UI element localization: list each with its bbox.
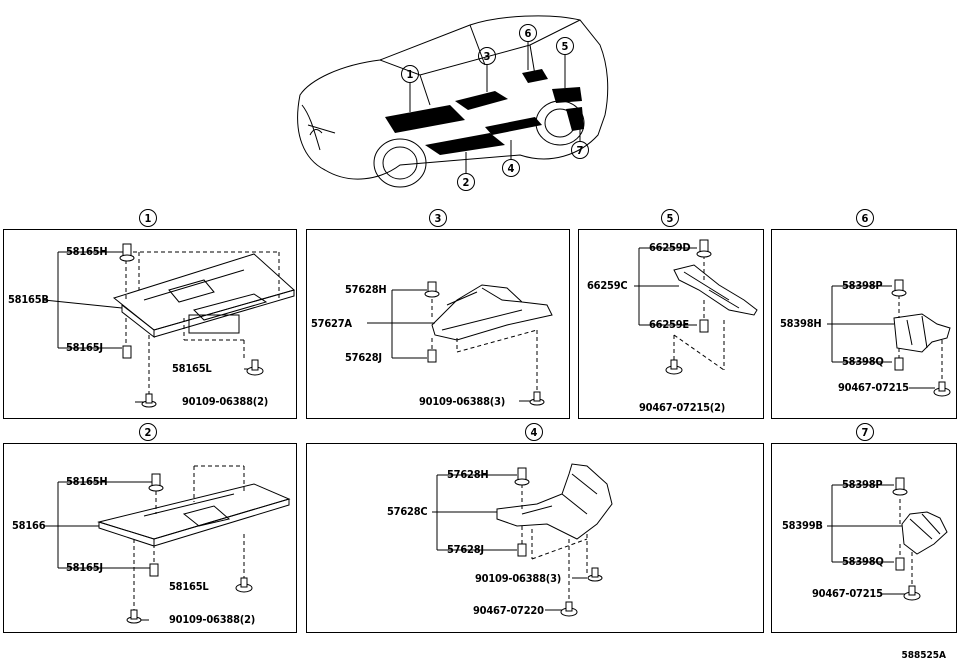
label-58398Q-7: 58398Q xyxy=(842,555,884,568)
callout-5: 5 xyxy=(556,37,574,55)
callout-2: 2 xyxy=(457,173,475,191)
label-58166: 58166 xyxy=(12,519,46,532)
panel-5: 66259D 66259C 66259E 90467-07215(2) xyxy=(578,229,764,419)
panel-6-number: 6 xyxy=(856,209,874,227)
under-cover-1-drawing xyxy=(43,243,296,408)
callout-4: 4 xyxy=(502,159,520,177)
label-57627A: 57627A xyxy=(311,317,352,330)
label-66259E: 66259E xyxy=(649,318,689,331)
label-90109-06388-2: 90109-06388(2) xyxy=(169,613,256,626)
panel-1-number: 1 xyxy=(139,209,157,227)
panel-3-number: 3 xyxy=(429,209,447,227)
panel-1: 58165H 58165B 58165J 58165L 90109-06388(… xyxy=(3,229,297,419)
label-90109-06388: 90109-06388(2) xyxy=(182,395,269,408)
under-cover-3-drawing xyxy=(367,281,553,406)
car-callout-leaders xyxy=(409,42,581,173)
label-58165H-2: 58165H xyxy=(66,475,108,488)
panel-7-number: 7 xyxy=(856,423,874,441)
panel-7: 58398P 58399B 58398Q 90467-07215 xyxy=(771,443,957,633)
under-cover-5-drawing xyxy=(634,239,758,375)
label-90467-07215-2: 90467-07215(2) xyxy=(639,401,726,414)
panel-3: 57628H 57627A 57628J 90109-06388(3) xyxy=(306,229,570,419)
panel-2-number: 2 xyxy=(139,423,157,441)
label-57628H: 57628H xyxy=(345,283,387,296)
panel-4-number: 4 xyxy=(525,423,543,441)
label-58398H: 58398H xyxy=(780,317,822,330)
label-58165L-2: 58165L xyxy=(169,580,209,593)
label-66259D: 66259D xyxy=(649,241,691,254)
label-57628J: 57628J xyxy=(345,351,382,364)
label-66259C: 66259C xyxy=(587,279,628,292)
car-overview xyxy=(280,5,620,195)
label-58398P: 58398P xyxy=(842,279,883,292)
label-57628H-4: 57628H xyxy=(447,468,489,481)
under-cover-7-drawing xyxy=(827,477,948,601)
panel-4: 57628H 57628C 57628J 90109-06388(3) 9046… xyxy=(306,443,764,633)
panel-6: 58398P 58398H 58398Q 90467-07215 xyxy=(771,229,957,419)
label-58165H: 58165H xyxy=(66,245,108,258)
label-58165B: 58165B xyxy=(8,293,49,306)
label-90109-06388-3: 90109-06388(3) xyxy=(419,395,506,408)
label-90467-07220: 90467-07220 xyxy=(473,604,544,617)
label-90467-07215-7: 90467-07215 xyxy=(812,587,883,600)
callout-3: 3 xyxy=(478,47,496,65)
label-90109-06388-3-b: 90109-06388(3) xyxy=(475,572,562,585)
car-illustration xyxy=(297,15,609,188)
panel-2: 58165H 58166 58165J 58165L 90109-06388(2… xyxy=(3,443,297,633)
label-58165L: 58165L xyxy=(172,362,212,375)
label-58398P-7: 58398P xyxy=(842,478,883,491)
callout-7: 7 xyxy=(571,141,589,159)
under-cover-2-drawing xyxy=(44,465,291,624)
callout-1: 1 xyxy=(401,65,419,83)
label-57628J-4: 57628J xyxy=(447,543,484,556)
panel-5-number: 5 xyxy=(661,209,679,227)
label-58165J-2: 58165J xyxy=(66,561,103,574)
label-57628C: 57628C xyxy=(387,505,428,518)
under-cover-4-drawing xyxy=(432,463,613,617)
under-cover-6-drawing xyxy=(827,279,951,397)
label-58398Q: 58398Q xyxy=(842,355,884,368)
label-58165J: 58165J xyxy=(66,341,103,354)
label-58399B: 58399B xyxy=(782,519,823,532)
callout-6: 6 xyxy=(519,24,537,42)
diagram-code: 588525A xyxy=(901,650,946,661)
label-90467-07215: 90467-07215 xyxy=(838,381,909,394)
